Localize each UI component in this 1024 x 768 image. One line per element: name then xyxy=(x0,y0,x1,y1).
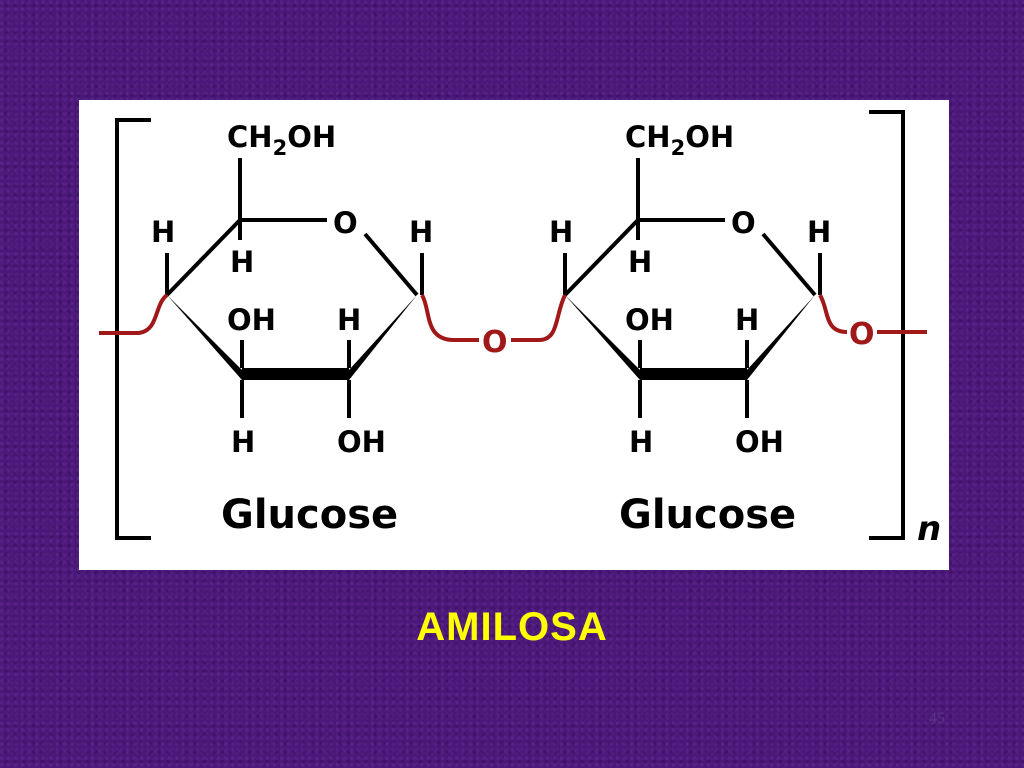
h-c4-low-2: H xyxy=(628,245,652,279)
glucose-label-2: Glucose xyxy=(619,492,796,538)
ring-wedge-left-2 xyxy=(565,295,640,380)
structure-panel: n CH2OH O H H H OH H H xyxy=(79,100,949,570)
ring-bond-o-c1-2 xyxy=(761,232,817,297)
ring-oxygen-2: O xyxy=(731,206,756,240)
ring-wedge-right-2 xyxy=(747,295,815,380)
glycosidic-linkages: O O xyxy=(99,293,927,360)
linkage-bond-1a xyxy=(420,293,479,342)
ring-bond-c5-c4-1 xyxy=(165,218,242,297)
h-c4-low-1: H xyxy=(230,245,254,279)
chain-bond-left xyxy=(99,293,169,335)
left-bracket xyxy=(115,118,151,540)
ring-wedge-right-1 xyxy=(349,295,417,380)
glycosidic-oxygen-1: O xyxy=(482,325,508,360)
h-c5-1: H xyxy=(151,215,175,249)
oh-bottom-right-2: OH xyxy=(735,425,784,459)
oh-c3-1: OH xyxy=(227,303,276,337)
h-c2-2: H xyxy=(735,303,759,337)
h-c5-2: H xyxy=(549,215,573,249)
glucose-unit-1: CH2OH O H H H OH H H OH Glucose xyxy=(151,120,433,538)
oh-c3-2: OH xyxy=(625,303,674,337)
glucose-label-1: Glucose xyxy=(221,492,398,538)
ring-bold-bond-1 xyxy=(242,368,349,380)
glucose-unit-2: CH2OH O H H H OH H H OH Glucose xyxy=(549,120,831,538)
ring-bold-bond-2 xyxy=(640,368,747,380)
oh-bottom-right-1: OH xyxy=(337,425,386,459)
ch2oh-label-2: CH2OH xyxy=(625,120,734,160)
h-bottom-left-1: H xyxy=(231,425,255,459)
ch2oh-label-1: CH2OH xyxy=(227,120,336,160)
h-bottom-left-2: H xyxy=(629,425,653,459)
linkage-bond-1b xyxy=(511,294,567,342)
glycosidic-oxygen-2: O xyxy=(849,317,875,352)
linkage-bond-2a xyxy=(818,293,848,334)
right-bracket xyxy=(869,110,905,540)
repeat-symbol-n: n xyxy=(917,509,941,549)
page-number: 45 xyxy=(929,710,945,727)
ring-wedge-left-1 xyxy=(167,295,242,380)
amylose-structure-diagram: n CH2OH O H H H OH H H xyxy=(99,110,941,549)
ring-bond-c5-c4-2 xyxy=(563,218,640,297)
ring-oxygen-1: O xyxy=(333,206,358,240)
ring-bond-o-c1-1 xyxy=(363,232,419,297)
h-c1-2: H xyxy=(807,215,831,249)
h-c1-1: H xyxy=(409,215,433,249)
slide-title: AMILOSA xyxy=(416,605,608,649)
h-c2-1: H xyxy=(337,303,361,337)
